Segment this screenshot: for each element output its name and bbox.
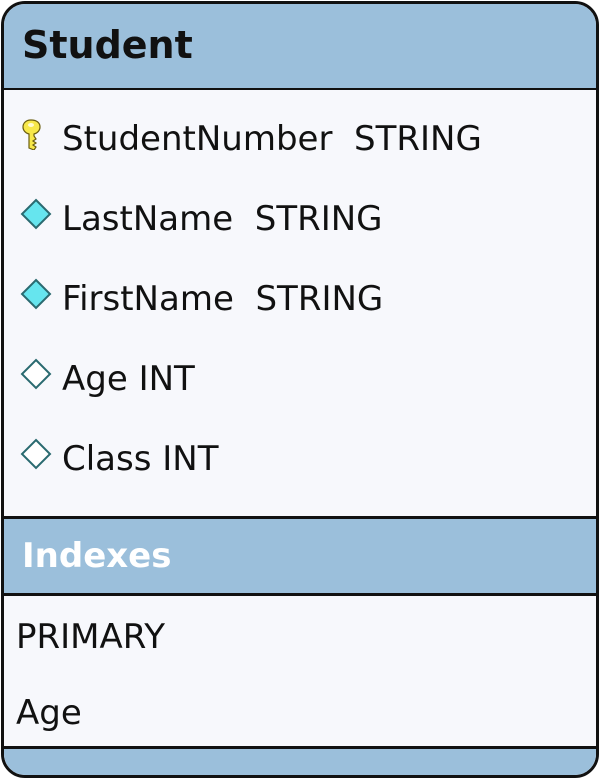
column-row-studentnumber[interactable]: StudentNumber STRING — [4, 104, 596, 164]
indexes-header[interactable]: Indexes — [4, 516, 596, 596]
column-label: StudentNumber STRING — [62, 119, 482, 159]
hollow-diamond-icon — [20, 358, 52, 390]
table-footer — [4, 746, 596, 775]
hollow-diamond-icon — [20, 438, 52, 470]
table-title: Student — [22, 23, 193, 67]
column-label: FirstName STRING — [62, 279, 384, 319]
column-row-age[interactable]: Age INT — [4, 344, 596, 404]
column-label: Class INT — [62, 439, 219, 479]
table-header[interactable]: Student — [4, 4, 596, 90]
column-row-class[interactable]: Class INT — [4, 424, 596, 484]
column-label: LastName STRING — [62, 199, 383, 239]
column-row-lastname[interactable]: LastName STRING — [4, 184, 596, 244]
filled-diamond-icon — [20, 198, 52, 230]
indexes-section: PRIMARY Age — [4, 596, 596, 746]
index-item-age[interactable]: Age — [16, 693, 82, 733]
column-label: Age INT — [62, 359, 195, 399]
indexes-title: Indexes — [22, 536, 172, 576]
filled-diamond-icon — [20, 278, 52, 310]
index-item-primary[interactable]: PRIMARY — [16, 617, 165, 657]
columns-section: StudentNumber STRING LastName STRING Fir… — [4, 90, 596, 518]
column-row-firstname[interactable]: FirstName STRING — [4, 264, 596, 324]
primary-key-icon — [22, 119, 41, 150]
